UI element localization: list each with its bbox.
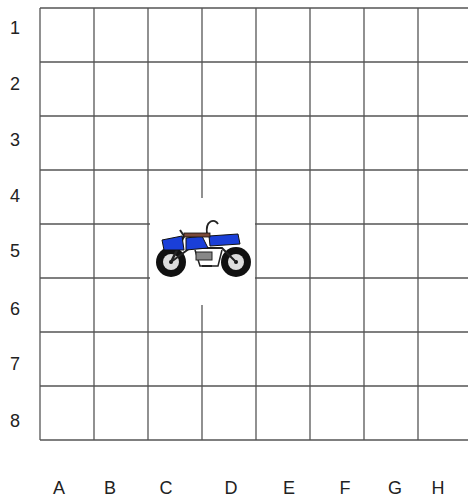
- column-letter: B: [104, 479, 116, 497]
- column-letter: H: [432, 479, 445, 497]
- column-letter: D: [225, 479, 238, 497]
- row-number: 2: [10, 75, 20, 93]
- grid-lines: [40, 8, 468, 440]
- column-letter: E: [283, 479, 295, 497]
- column-letter: C: [160, 479, 173, 497]
- column-letter: F: [340, 479, 351, 497]
- column-letter: A: [53, 479, 65, 497]
- row-number: 4: [10, 187, 20, 205]
- row-number: 5: [10, 242, 20, 260]
- row-number: 8: [10, 412, 20, 430]
- row-number: 1: [10, 19, 20, 37]
- motorcycle-icon: [150, 198, 255, 305]
- row-number: 3: [10, 131, 20, 149]
- row-number: 7: [10, 355, 20, 373]
- column-letter: G: [388, 479, 402, 497]
- row-number: 6: [10, 300, 20, 318]
